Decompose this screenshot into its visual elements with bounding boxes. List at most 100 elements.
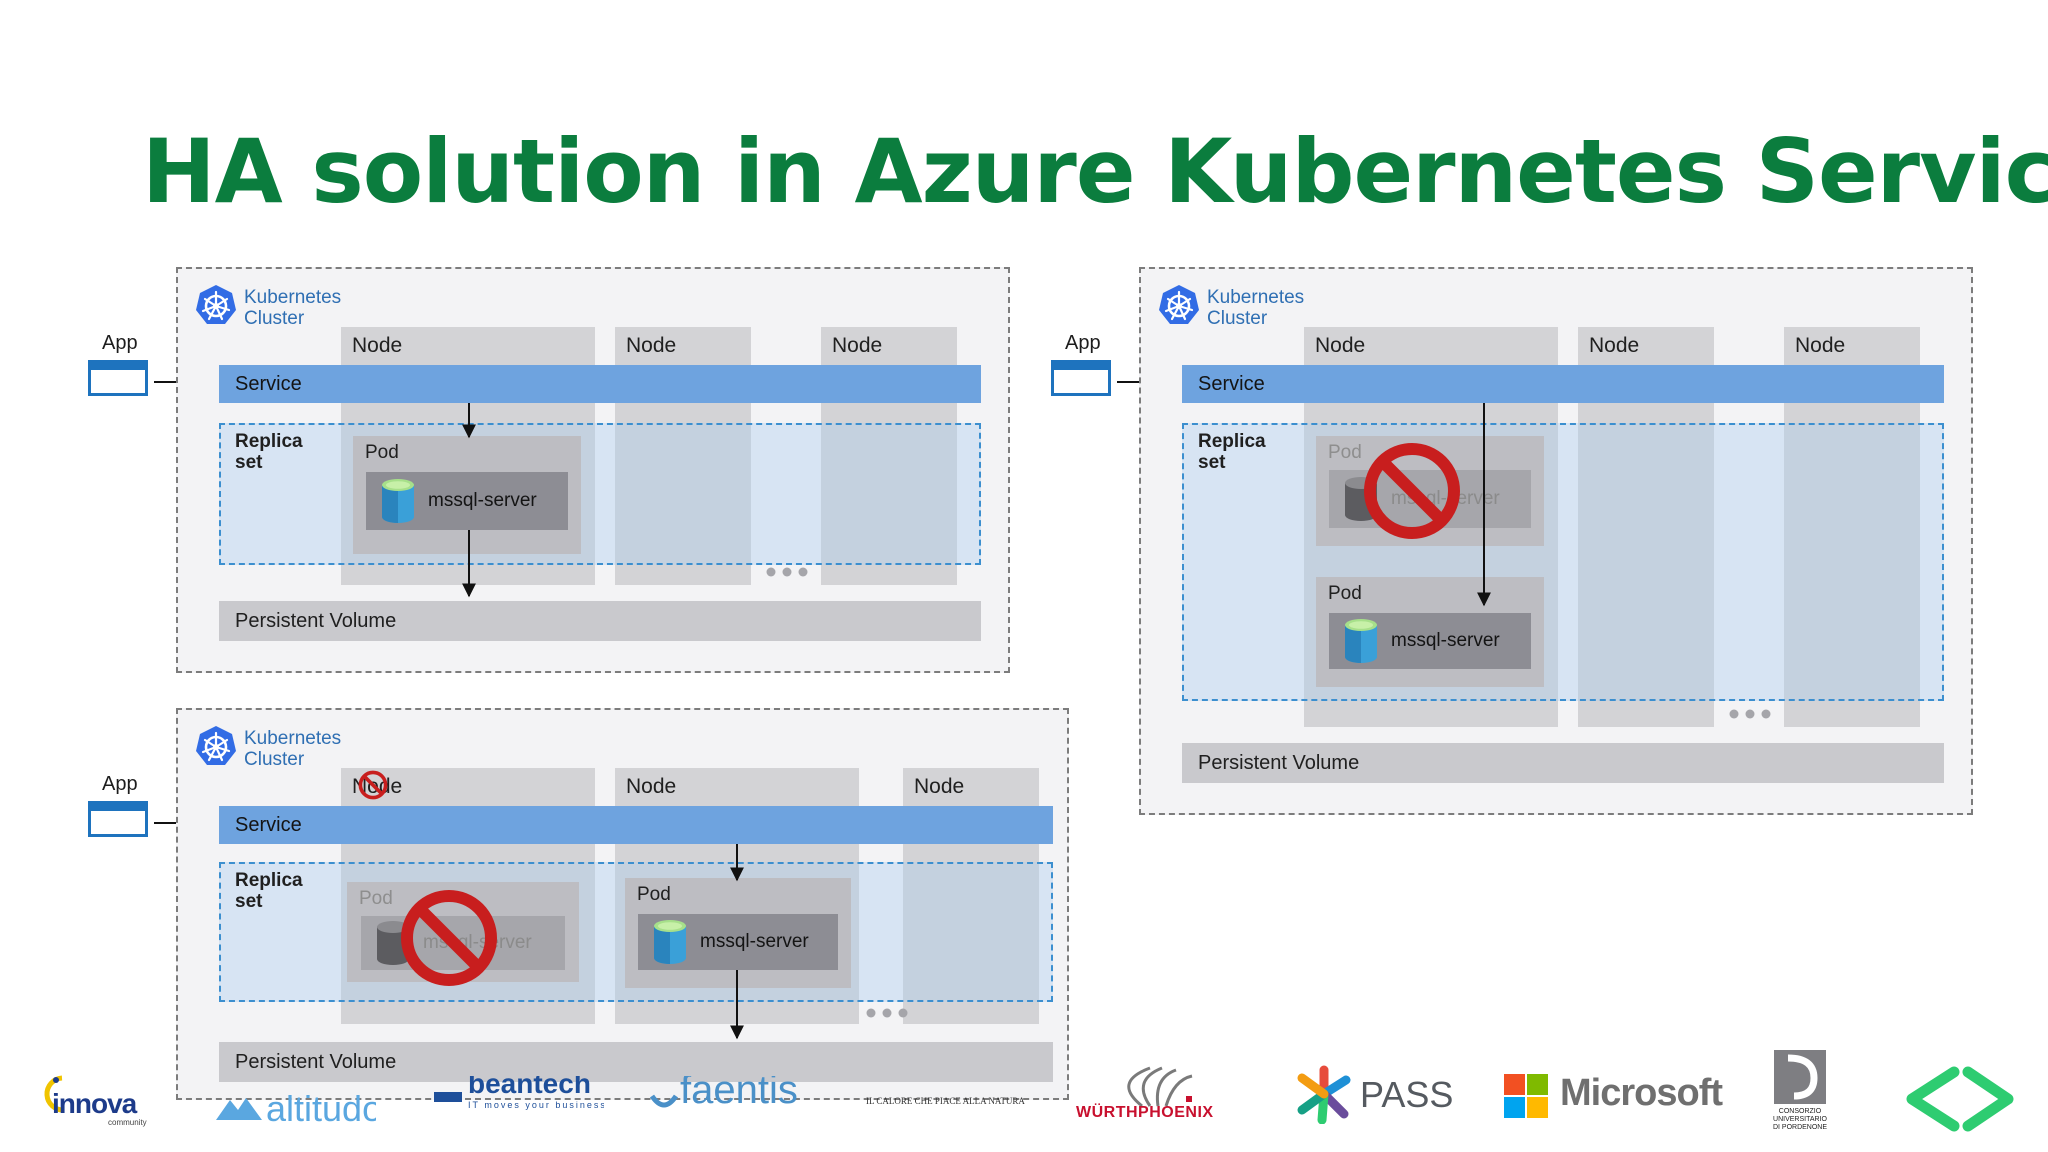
database-icon <box>1343 618 1379 664</box>
pass-star-icon <box>1297 1065 1351 1124</box>
altitudo-text: altitudo <box>266 1088 376 1126</box>
arrow-icon <box>1477 403 1491 607</box>
node-label: Node <box>352 334 403 357</box>
faentis-logo: faentis <box>650 1076 820 1120</box>
app-window-icon <box>1051 360 1111 396</box>
persistent-volume: Persistent Volume <box>1182 743 1944 783</box>
persistent-volume: Persistent Volume <box>219 1042 1053 1082</box>
container: mssql-server <box>1329 613 1531 669</box>
node-label: Node <box>626 775 677 798</box>
pod-label: Pod <box>1328 442 1362 463</box>
app-label: App <box>102 773 138 795</box>
persistent-volume-label: Persistent Volume <box>1198 752 1360 774</box>
arrow-icon <box>462 530 476 598</box>
arrow-icon <box>730 970 744 1040</box>
node-label: Node <box>914 775 965 798</box>
beantech-sub: IT moves your business <box>468 1100 604 1110</box>
service-label: Service <box>235 373 302 395</box>
container-label: mssql-server <box>700 931 809 952</box>
wurthphoenix-logo: WÜRTHPHOENIX <box>1074 1062 1240 1122</box>
service-bar: Service <box>219 806 1053 844</box>
node-label: Node <box>1315 334 1366 357</box>
pod-label: Pod <box>359 888 393 909</box>
sponsor-logos: innova community altitudo beantech IT mo… <box>0 1050 2048 1152</box>
kubernetes-icon <box>1157 283 1201 327</box>
container-label: mssql-server <box>1391 630 1500 651</box>
app-3: App <box>88 773 152 843</box>
pass-text: PASS <box>1360 1074 1454 1115</box>
innova-text: innova <box>52 1088 137 1119</box>
container: mssql-server <box>638 914 838 970</box>
arrow-icon <box>462 403 476 439</box>
prohibited-icon <box>358 770 388 800</box>
microsoft-text: Microsoft <box>1560 1072 1723 1114</box>
pod: Pod mssql-server <box>1316 577 1544 687</box>
beantech-text: beantech <box>468 1076 591 1099</box>
node-label: Node <box>626 334 677 357</box>
altitudo-mountain-icon <box>216 1098 262 1120</box>
wurthphoenix-text: WÜRTHPHOENIX <box>1076 1104 1214 1121</box>
node-label: Node <box>832 334 883 357</box>
consorzio-shield-icon <box>1774 1050 1826 1104</box>
slide-title: HA solution in Azure Kubernetes Service <box>142 120 2048 223</box>
app-window-icon <box>88 801 148 837</box>
prohibited-icon <box>1362 441 1462 541</box>
pod-failed: Pod mssql-server <box>347 882 579 982</box>
database-icon <box>652 919 688 965</box>
app-window-icon <box>88 360 148 396</box>
ellipsis-icon <box>766 567 808 577</box>
node-label: Node <box>1589 334 1640 357</box>
container-label: mssql-server <box>428 490 537 511</box>
code-brackets-icon <box>1906 1066 2014 1132</box>
service-label: Service <box>235 814 302 836</box>
service-label: Service <box>1198 373 1265 395</box>
database-icon <box>380 478 416 524</box>
innova-logo: innova community <box>38 1072 158 1132</box>
faentis-mark-icon <box>650 1094 678 1108</box>
pod: Pod mssql-server <box>353 436 581 554</box>
calore-text: IL CALORE CHE PIACE ALLA NATURA <box>866 1096 1025 1106</box>
container: mssql-server <box>366 472 568 530</box>
pod: Pod mssql-server <box>625 878 851 988</box>
pass-logo: PASS <box>1294 1064 1454 1124</box>
altitudo-logo: altitudo <box>216 1086 376 1126</box>
consorzio-logo: CONSORZIO UNIVERSITARIO DI PORDENONE <box>1770 1050 1830 1142</box>
pod-label: Pod <box>365 442 399 463</box>
microsoft-logo: Microsoft <box>1504 1070 1734 1120</box>
code-brackets-logo <box>1900 1066 2020 1132</box>
innova-sub: community <box>108 1118 147 1127</box>
pod-label: Pod <box>1328 583 1362 604</box>
faentis-text: faentis <box>680 1076 798 1112</box>
pod-label: Pod <box>637 884 671 905</box>
app-2: App <box>1051 332 1115 402</box>
persistent-volume-label: Persistent Volume <box>235 610 397 632</box>
app-label: App <box>102 332 138 354</box>
app-label: App <box>1065 332 1101 354</box>
service-bar: Service <box>219 365 981 403</box>
kubernetes-icon <box>194 283 238 327</box>
container: mssql-server <box>361 916 565 970</box>
persistent-volume-label: Persistent Volume <box>235 1051 397 1073</box>
ellipsis-icon <box>1729 709 1771 719</box>
persistent-volume: Persistent Volume <box>219 601 981 641</box>
prohibited-icon <box>399 888 499 988</box>
service-bar: Service <box>1182 365 1944 403</box>
consorzio-text: CONSORZIO UNIVERSITARIO DI PORDENONE <box>1772 1108 1828 1131</box>
app-1: App <box>88 332 152 402</box>
kubernetes-icon <box>194 724 238 768</box>
beantech-logo: beantech IT moves your business <box>434 1076 604 1122</box>
wurthphoenix-wing-icon <box>1127 1066 1193 1108</box>
calore-logo: IL CALORE CHE PIACE ALLA NATURA <box>866 1096 1026 1116</box>
ellipsis-icon <box>866 1008 908 1018</box>
